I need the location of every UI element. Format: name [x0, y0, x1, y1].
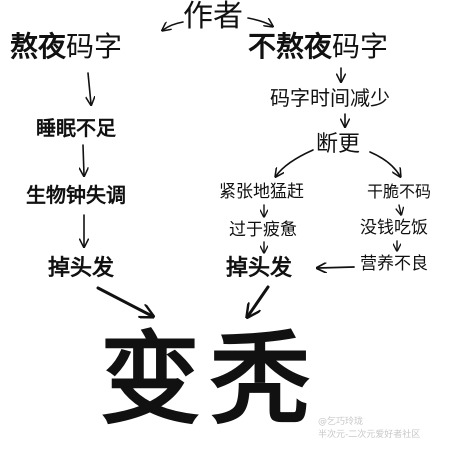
watermark-line-1: @乞巧玲珑 — [318, 417, 364, 427]
right-root-node: 不熬夜码字 — [248, 33, 388, 61]
arrow-malnutrition-to-hairloss — [318, 267, 355, 268]
arrow-to-right-path — [369, 151, 400, 176]
arrow-right-to-result — [248, 285, 270, 316]
right-root-rest: 码字 — [332, 30, 389, 63]
right-left-rush: 紧张地猛赶 — [219, 182, 304, 202]
arrow-author-to-left — [163, 21, 184, 30]
left-step-sleep: 睡眠不足 — [36, 116, 116, 140]
right-right-quit: 干脆不码 — [367, 182, 432, 201]
right-step-hiatus: 断更 — [316, 132, 361, 157]
watermark: @乞巧玲珑 半次元-二次元爱好者社区 — [318, 416, 420, 442]
left-root-rest: 码字 — [66, 30, 123, 63]
right-right-malnutrition: 营养不良 — [360, 254, 428, 274]
right-step-less-time: 码字时间减少 — [270, 86, 390, 110]
arrow-author-to-right — [247, 17, 272, 26]
arrow-left-to-result — [96, 286, 152, 316]
arrow-right-path-1 — [399, 204, 401, 214]
left-root-bold: 熬夜 — [10, 30, 67, 63]
right-left-exhausted: 过于疲惫 — [229, 220, 297, 240]
watermark-line-2: 半次元-二次元爱好者社区 — [318, 430, 421, 440]
right-right-no-food: 没钱吃饭 — [360, 218, 428, 238]
arrow-left-1 — [88, 72, 91, 104]
right-left-hairloss: 掉头发 — [226, 256, 293, 281]
result-node: 变秃 — [100, 321, 320, 438]
arrow-to-left-path — [276, 149, 314, 176]
left-root-node: 熬夜码字 — [10, 33, 122, 61]
left-step-clock: 生物钟失调 — [26, 183, 126, 207]
right-root-bold: 不熬夜 — [248, 30, 333, 63]
author-node: 作者 — [183, 0, 243, 34]
left-step-hairloss: 掉头发 — [48, 256, 115, 281]
arrow-left-2 — [83, 144, 84, 175]
